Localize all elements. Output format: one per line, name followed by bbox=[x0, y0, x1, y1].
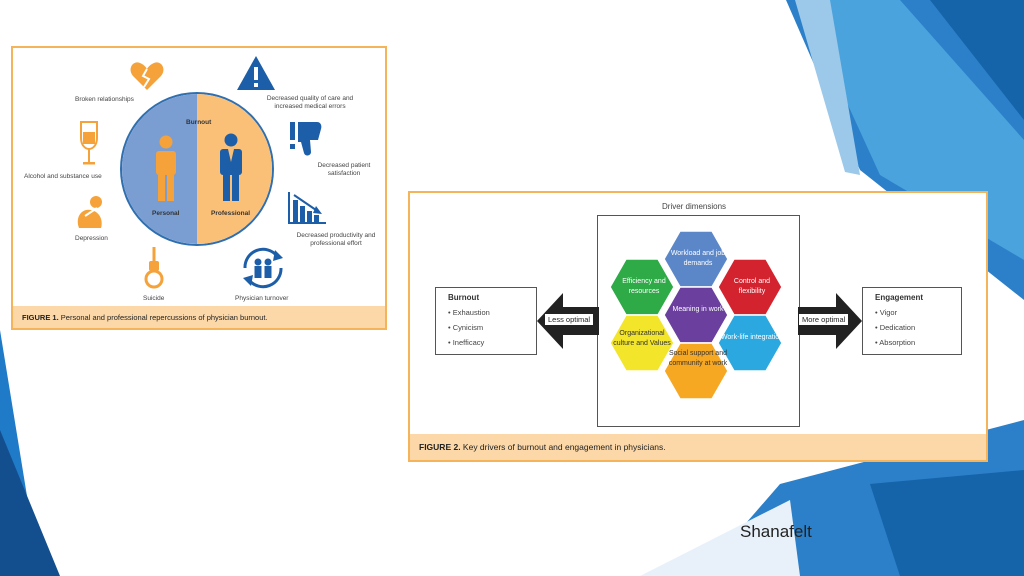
label-alcohol: Alcohol and substance use bbox=[24, 173, 102, 180]
wine-glass-icon bbox=[80, 121, 98, 165]
hex-culture bbox=[609, 314, 675, 372]
author-credit: Shanafelt bbox=[740, 522, 812, 541]
less-optimal-label: Less optimal bbox=[545, 314, 594, 325]
declining-chart-icon bbox=[288, 192, 326, 224]
burnout-circle bbox=[120, 92, 274, 246]
label-productivity: Decreased productivity and professional … bbox=[296, 232, 376, 247]
person-icon bbox=[156, 135, 176, 201]
hex-efficiency-label: Efficiency and resources bbox=[622, 278, 666, 295]
engagement-box-title: Engagement bbox=[875, 293, 924, 302]
engagement-item: • Absorption bbox=[875, 338, 916, 347]
label-suicide: Suicide bbox=[143, 295, 165, 302]
label-quality: Decreased quality of care and increased … bbox=[266, 95, 354, 110]
hex-worklife-label: Work-life integration bbox=[720, 334, 784, 341]
label-broken-relationships: Broken relationships bbox=[75, 96, 134, 103]
doctor-icon bbox=[220, 133, 242, 201]
burnout-item: • Inefficacy bbox=[448, 338, 485, 347]
hex-worklife bbox=[717, 314, 783, 372]
hex-meaning-label: Meaning in work bbox=[672, 306, 724, 313]
professional-label: Professional bbox=[211, 210, 251, 217]
burnout-box-title: Burnout bbox=[448, 293, 480, 302]
figure-1-caption: FIGURE 1. Personal and professional repe… bbox=[13, 306, 385, 328]
label-satisfaction: Decreased patient satisfaction bbox=[317, 162, 371, 177]
depressed-person-icon bbox=[77, 196, 102, 228]
driver-dimensions-header: Driver dimensions bbox=[662, 202, 727, 211]
engagement-box: Engagement • Vigor • Dedication • Absorp… bbox=[862, 287, 962, 355]
hex-control-label: Control and flexibility bbox=[733, 278, 771, 295]
engagement-item: • Vigor bbox=[875, 308, 898, 317]
figure-2-drivers: Driver dimensions Less optimal More opti… bbox=[408, 191, 988, 462]
hex-social bbox=[663, 342, 729, 400]
burnout-item: • Cynicism bbox=[448, 323, 484, 332]
hex-social-label: Social support and community at work bbox=[668, 350, 728, 367]
hex-workload-label: Workload and job demands bbox=[670, 250, 726, 267]
thumbs-down-icon bbox=[290, 122, 322, 156]
personal-label: Personal bbox=[152, 210, 180, 217]
engagement-item: • Dedication bbox=[875, 323, 916, 332]
driver-hexagons bbox=[609, 230, 783, 400]
figure-2-caption: FIGURE 2. Key drivers of burnout and eng… bbox=[410, 434, 986, 460]
warning-icon bbox=[237, 56, 275, 90]
burnout-title: Burnout bbox=[186, 119, 212, 126]
noose-icon bbox=[144, 247, 164, 289]
label-turnover: Physician turnover bbox=[235, 295, 289, 302]
burnout-item: • Exhaustion bbox=[448, 308, 490, 317]
burnout-box: Burnout • Exhaustion • Cynicism • Ineffi… bbox=[435, 287, 537, 355]
hex-culture-label: Organizational culture and Values bbox=[613, 330, 671, 347]
turnover-icon bbox=[243, 247, 283, 289]
figure-1-burnout-repercussions: Burnout Personal Professional Broken rel… bbox=[11, 46, 387, 330]
more-optimal-label: More optimal bbox=[799, 314, 849, 325]
broken-heart-icon bbox=[130, 62, 164, 90]
label-depression: Depression bbox=[75, 235, 108, 242]
